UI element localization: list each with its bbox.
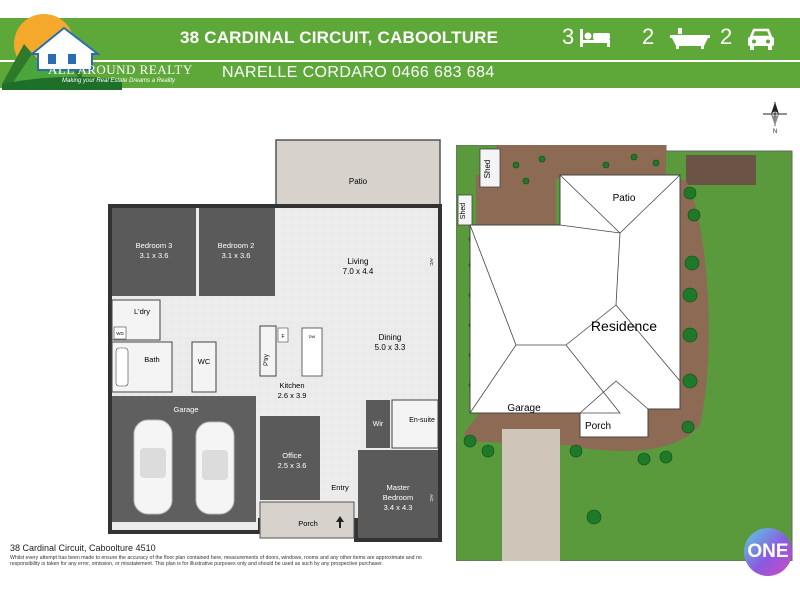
label-laundry: L'dry — [134, 307, 150, 316]
site-plan: Shed Shed Patio Residence Garage Porch — [456, 145, 793, 561]
label-wd: WD — [116, 331, 124, 336]
label-site-patio: Patio — [613, 193, 636, 204]
label-bath: Bath — [144, 355, 159, 364]
label-dw: DW — [309, 334, 316, 339]
label-shed-1: Shed — [483, 160, 492, 179]
label-wc: WC — [198, 357, 211, 366]
entry-arrow-icon — [336, 516, 344, 528]
label-living: Living — [348, 257, 369, 266]
agent-contact[interactable]: NARELLE CORDARO 0466 683 684 — [222, 64, 495, 81]
label-porch: Porch — [298, 519, 318, 528]
label-patio: Patio — [349, 177, 368, 186]
disclaimer-body: Whilst every attempt has been made to en… — [10, 555, 422, 567]
floor-plan: Patio Bedroom 3 3.1 x 3.6 Bedroom 2 3.1 … — [108, 139, 442, 542]
room-bedroom-2 — [199, 208, 275, 296]
label-wir: Wir — [373, 421, 384, 428]
label-site-garage: Garage — [507, 403, 541, 414]
room-master-bedroom — [358, 450, 438, 538]
label-entry: Entry — [331, 483, 349, 492]
label-dining: Dining — [379, 333, 402, 342]
header-bottom-bar — [0, 60, 800, 88]
bed-icon — [580, 29, 610, 47]
header-banner: ALL AROUND REALTY Making your Real Estat… — [0, 0, 800, 90]
label-master: Master — [387, 483, 410, 492]
label-pantry: P'try — [264, 354, 270, 366]
dim-bedroom-3: 3.1 x 3.6 — [140, 251, 169, 260]
label-bedroom-2: Bedroom 2 — [218, 241, 255, 250]
dim-living: 7.0 x 4.4 — [343, 267, 374, 276]
label-bedroom-3: Bedroom 3 — [136, 241, 173, 250]
bathtub-icon — [670, 28, 710, 49]
compass-label: N — [773, 129, 777, 134]
dim-master: 3.4 x 4.3 — [384, 503, 413, 512]
disclaimer-title: 38 Cardinal Circuit, Caboolture 4510 — [10, 543, 156, 553]
one-badge[interactable]: ONE — [744, 528, 792, 576]
car-count: 2 — [720, 24, 733, 49]
header-top-bar — [0, 18, 800, 60]
label-ac-master: A/C — [429, 494, 434, 502]
room-patio — [275, 139, 441, 207]
dim-kitchen: 2.6 x 3.9 — [278, 391, 307, 400]
room-office — [260, 416, 320, 500]
dim-bedroom-2: 3.1 x 3.6 — [222, 251, 251, 260]
label-master-2: Bedroom — [383, 493, 413, 502]
label-garage: Garage — [173, 405, 198, 414]
car-outline-left — [133, 419, 173, 515]
property-address: 38 CARDINAL CIRCUIT, CABOOLTURE — [180, 28, 499, 47]
agency-tagline: Making your Real Estate Dreams a Reality — [62, 78, 176, 84]
label-shed-2: Shed — [460, 203, 467, 219]
label-office: Office — [282, 451, 301, 460]
label-fridge: F — [281, 334, 284, 340]
dim-dining: 5.0 x 3.3 — [375, 343, 406, 352]
bath-count: 2 — [642, 24, 655, 49]
label-site-porch: Porch — [585, 421, 611, 432]
label-kitchen: Kitchen — [279, 381, 304, 390]
dim-office: 2.5 x 3.6 — [278, 461, 307, 470]
agency-logo[interactable] — [2, 14, 202, 90]
car-icon — [748, 28, 774, 50]
bed-count: 3 — [562, 24, 575, 49]
label-ac-living: A/C — [429, 258, 434, 266]
room-bedroom-3 — [112, 208, 196, 296]
label-residence: Residence — [591, 318, 657, 334]
agency-name: ALL AROUND REALTY — [48, 62, 193, 77]
one-badge-text: ONE — [747, 541, 789, 562]
disclaimer: 38 Cardinal Circuit, Caboolture 4510 Whi… — [10, 543, 430, 567]
north-arrow-icon: N — [763, 102, 787, 134]
car-outline-right — [195, 421, 235, 515]
label-ensuite: En-suite — [409, 417, 435, 424]
